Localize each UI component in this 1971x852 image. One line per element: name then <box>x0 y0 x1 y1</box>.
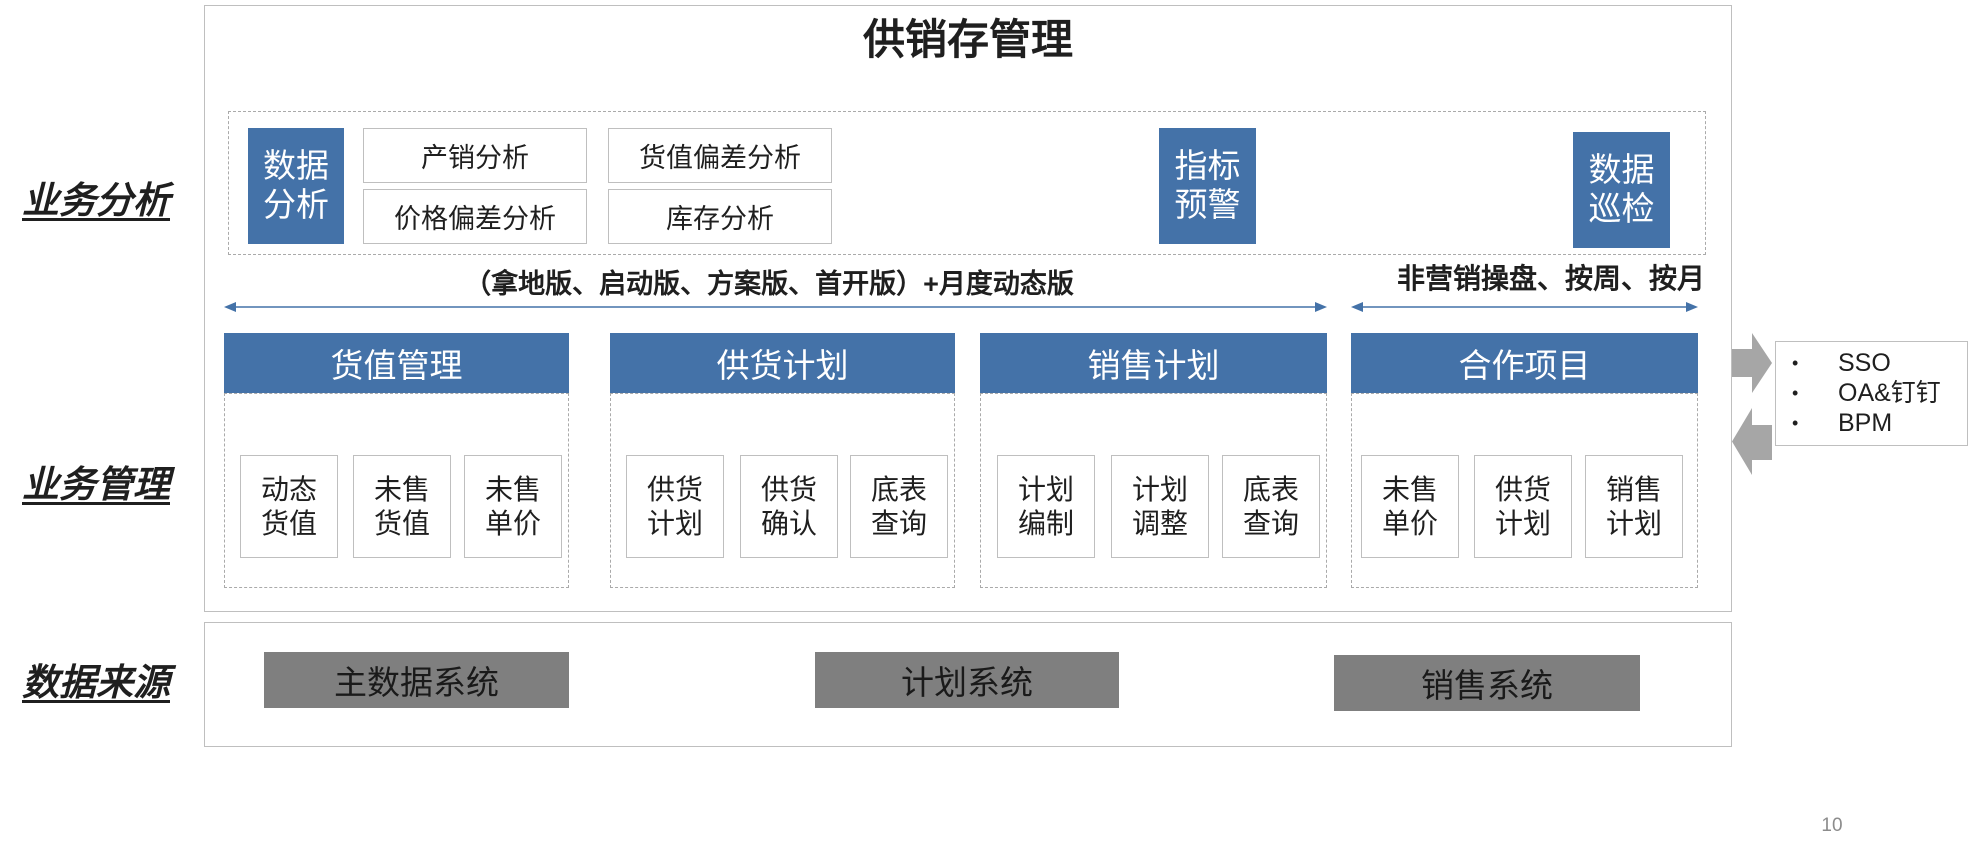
cell-line: 查询 <box>1242 507 1299 539</box>
tile-line: 指标 <box>1174 147 1241 185</box>
module-cell: 销售 计划 <box>1585 455 1683 558</box>
module-cell: 计划 调整 <box>1111 455 1209 558</box>
module-cell: 动态 货值 <box>240 455 338 558</box>
span-arrow-plans <box>224 302 1327 312</box>
module-header-value-management: 货值管理 <box>224 333 569 393</box>
main-frame <box>204 5 1732 612</box>
page-number: 10 <box>1821 815 1843 836</box>
module-body-value-management <box>224 393 569 588</box>
cell-line: 单价 <box>1381 507 1438 539</box>
bullet-icon: • <box>1792 383 1799 403</box>
integration-item-label: BPM <box>1838 409 1893 437</box>
module-header-supply-plan: 供货计划 <box>610 333 955 393</box>
bullet-icon: • <box>1792 353 1799 373</box>
cell-line: 未售 <box>484 473 541 505</box>
analysis-item-price-deviation: 价格偏差分析 <box>363 189 587 244</box>
module-cell: 底表 查询 <box>850 455 948 558</box>
integration-item-label: SSO <box>1838 349 1891 377</box>
side-label-management: 业务管理 <box>22 464 170 505</box>
bullet-icon: • <box>1792 413 1799 433</box>
source-master-data: 主数据系统 <box>264 652 569 708</box>
cell-line: 单价 <box>484 507 541 539</box>
span-arrows <box>224 302 1698 312</box>
cell-line: 供货 <box>1494 473 1551 505</box>
page-title: 供销存管理 <box>862 16 1073 63</box>
integration-item-label: OA&钉钉 <box>1838 379 1941 407</box>
side-label-analysis: 业务分析 <box>22 180 170 221</box>
tile-line: 巡检 <box>1588 190 1655 227</box>
source-frame <box>204 622 1732 747</box>
cell-line: 底表 <box>870 473 927 505</box>
module-cell: 计划 编制 <box>997 455 1095 558</box>
cell-line: 未售 <box>1381 473 1438 505</box>
cell-line: 底表 <box>1242 473 1299 505</box>
analysis-item-production-sales: 产销分析 <box>363 128 587 183</box>
module-cell: 未售 单价 <box>464 455 562 558</box>
span-arrow-coop <box>1351 302 1698 312</box>
module-header-cooperation: 合作项目 <box>1351 333 1698 393</box>
cell-line: 货值 <box>373 507 430 539</box>
analysis-region <box>228 111 1706 255</box>
module-cell: 未售 货值 <box>353 455 451 558</box>
module-cell: 底表 查询 <box>1222 455 1320 558</box>
module-body-supply-plan <box>610 393 955 588</box>
cell-line: 查询 <box>870 507 927 539</box>
module-body-cooperation <box>1351 393 1698 588</box>
cell-line: 计划 <box>1494 507 1551 539</box>
cell-line: 货值 <box>260 507 317 539</box>
version-note: （拿地版、启动版、方案版、首开版）+月度动态版 <box>464 269 1074 299</box>
cell-line: 计划 <box>1131 473 1188 505</box>
source-sales-system: 销售系统 <box>1334 655 1640 711</box>
module-cell: 供货 确认 <box>740 455 838 558</box>
analysis-item-value-deviation: 货值偏差分析 <box>608 128 832 183</box>
cell-line: 计划 <box>646 507 703 539</box>
module-header-sales-plan: 销售计划 <box>980 333 1327 393</box>
module-cell: 供货 计划 <box>626 455 724 558</box>
exchange-arrows <box>1732 333 1772 475</box>
cell-line: 未售 <box>373 473 430 505</box>
data-analysis-tile: 数据 分析 <box>248 128 344 244</box>
cell-line: 销售 <box>1605 473 1662 505</box>
arrow-right-icon <box>1732 333 1772 393</box>
tile-line: 预警 <box>1174 186 1241 223</box>
cell-line: 供货 <box>760 473 817 505</box>
coop-note: 非营销操盘、按周、按月 <box>1396 263 1705 294</box>
data-inspection-tile: 数据 巡检 <box>1573 132 1670 248</box>
tile-line: 数据 <box>1588 151 1655 189</box>
side-label-source: 数据来源 <box>22 662 170 703</box>
indicator-alert-tile: 指标 预警 <box>1159 128 1256 244</box>
arrow-left-icon <box>1732 408 1772 475</box>
source-planning-system: 计划系统 <box>815 652 1119 708</box>
cell-line: 动态 <box>260 473 317 505</box>
tile-line: 数据 <box>263 147 329 185</box>
cell-line: 编制 <box>1017 507 1074 539</box>
module-cell: 未售 单价 <box>1361 455 1459 558</box>
cell-line: 确认 <box>760 507 817 539</box>
cell-line: 调整 <box>1131 507 1188 539</box>
tile-line: 分析 <box>263 186 329 223</box>
integration-box: • SSO • OA&钉钉 • BPM <box>1775 341 1968 446</box>
analysis-item-inventory: 库存分析 <box>608 189 832 244</box>
cell-line: 计划 <box>1605 507 1662 539</box>
module-body-sales-plan <box>980 393 1327 588</box>
cell-line: 供货 <box>646 473 703 505</box>
cell-line: 计划 <box>1017 473 1074 505</box>
module-cell: 供货 计划 <box>1474 455 1572 558</box>
